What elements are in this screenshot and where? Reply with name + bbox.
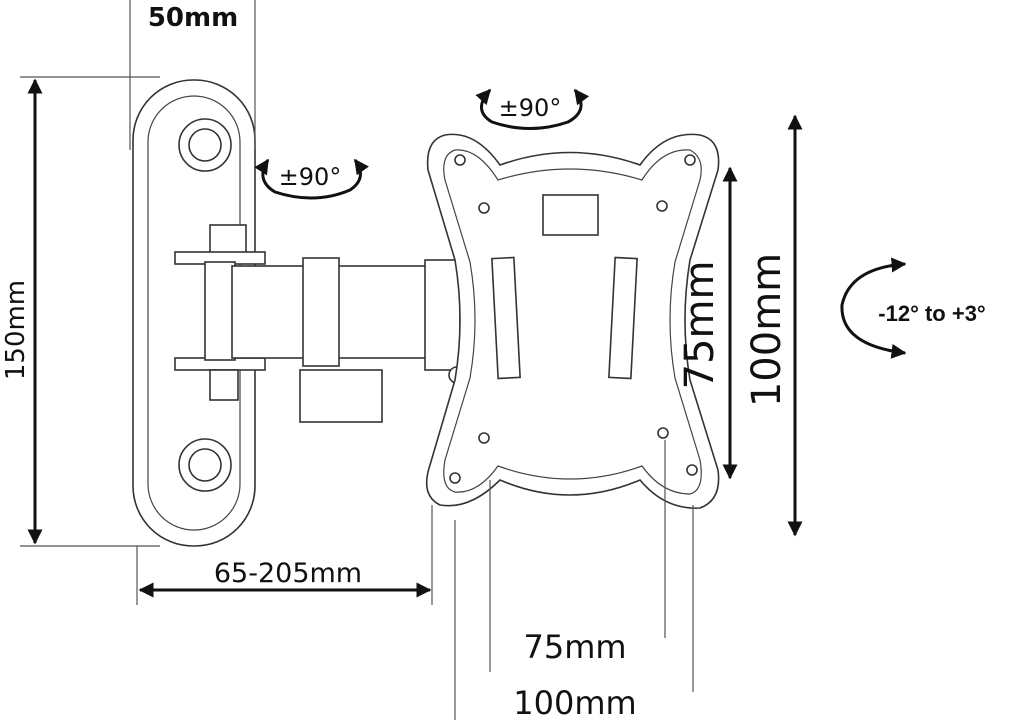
- arm-extension-label: 65-205mm: [214, 558, 362, 589]
- wall-plate-height-label: 150mm: [1, 280, 31, 380]
- vesa-plate: [425, 133, 720, 509]
- wall-plate-width-label: 50mm: [148, 3, 238, 33]
- wall-swivel-indicator: ±90°: [254, 158, 369, 200]
- vesa-small-horizontal-label: 75mm: [523, 628, 626, 666]
- bolt-icon: [178, 438, 232, 492]
- wall-swivel-label: ±90°: [279, 163, 342, 191]
- vesa-large-vertical-label: 100mm: [744, 253, 790, 407]
- vesa-small-vertical-label: 75mm: [677, 261, 723, 390]
- plate-rotation-indicator: ±90°: [475, 88, 590, 130]
- wall-plate: [132, 79, 256, 547]
- plate-rotation-label: ±90°: [499, 94, 562, 122]
- bolt-icon: [178, 118, 232, 172]
- vesa-large-horizontal-label: 100mm: [513, 684, 636, 722]
- tilt-label: -12° to +3°: [878, 301, 985, 326]
- swing-arm: [174, 224, 466, 423]
- tilt-indicator: -12° to +3°: [840, 257, 986, 359]
